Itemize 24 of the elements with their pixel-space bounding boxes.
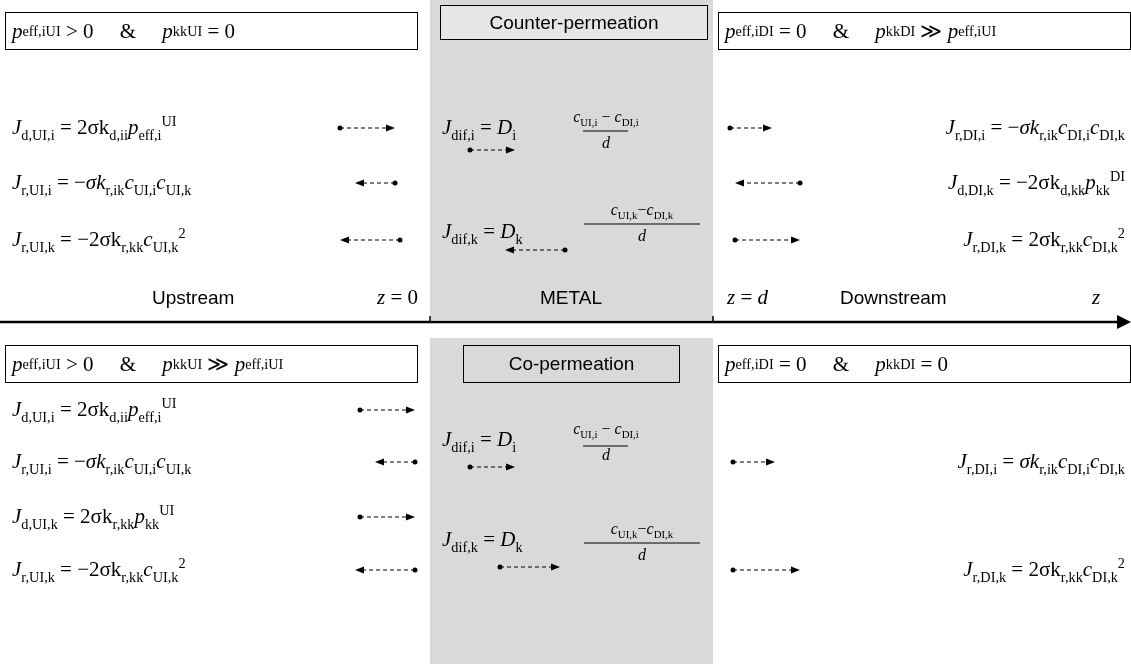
fraction-numerator: c$_{UI,i}$ − c$_{DI,i}$ [573,108,639,126]
fraction-denominator: d [638,227,646,245]
fraction-denominator: d [602,134,610,152]
equation: J$_{dif,i}$ = D$_{i}$ [442,428,517,452]
fraction-numerator: c$_{UI,i}$ − c$_{DI,i}$ [573,420,639,438]
fraction-numerator: c$_{UI,k}$−c$_{DI,k}$ [610,201,674,219]
equation: J$_{r,DI,i}$ = σk$_{r,ik}$c$_{DI,i}$c$_{DI,k}$ [957,450,1125,474]
fraction-denominator: d [638,546,646,564]
regime-title-box: Counter-permeation [440,5,708,40]
equation: J$_{r,UI,i}$ = −σk$_{r,ik}$c$_{UI,i}$c$_{UI,k}$ [12,450,192,474]
axis-label: Downstream [840,287,947,309]
axis-label: z = 0 [376,286,418,310]
axis-label: z = d [727,286,769,310]
equation: J$_{dif,k}$ = D$_{k}$ [442,528,523,552]
equation: J$_{dif,i}$ = D$_{i}$ [442,116,517,140]
equation: J$_{dif,k}$ = D$_{k}$ [442,220,523,244]
fraction-denominator: d [602,446,610,464]
fraction-numerator: c$_{UI,k}$−c$_{DI,k}$ [610,520,674,538]
equation: J$_{r,DI,i}$ = −σk$_{r,ik}$c$_{DI,i}$c$_{DI,k}$ [945,116,1125,140]
axis-label: METAL [540,287,602,309]
axis-label: z [1092,286,1101,310]
regime-title-box: Co-permeation [463,345,680,383]
equation: J$_{r,UI,i}$ = −σk$_{r,ik}$c$_{UI,i}$c$_{UI,k}$ [12,171,192,195]
axis-label: Upstream [152,287,235,309]
